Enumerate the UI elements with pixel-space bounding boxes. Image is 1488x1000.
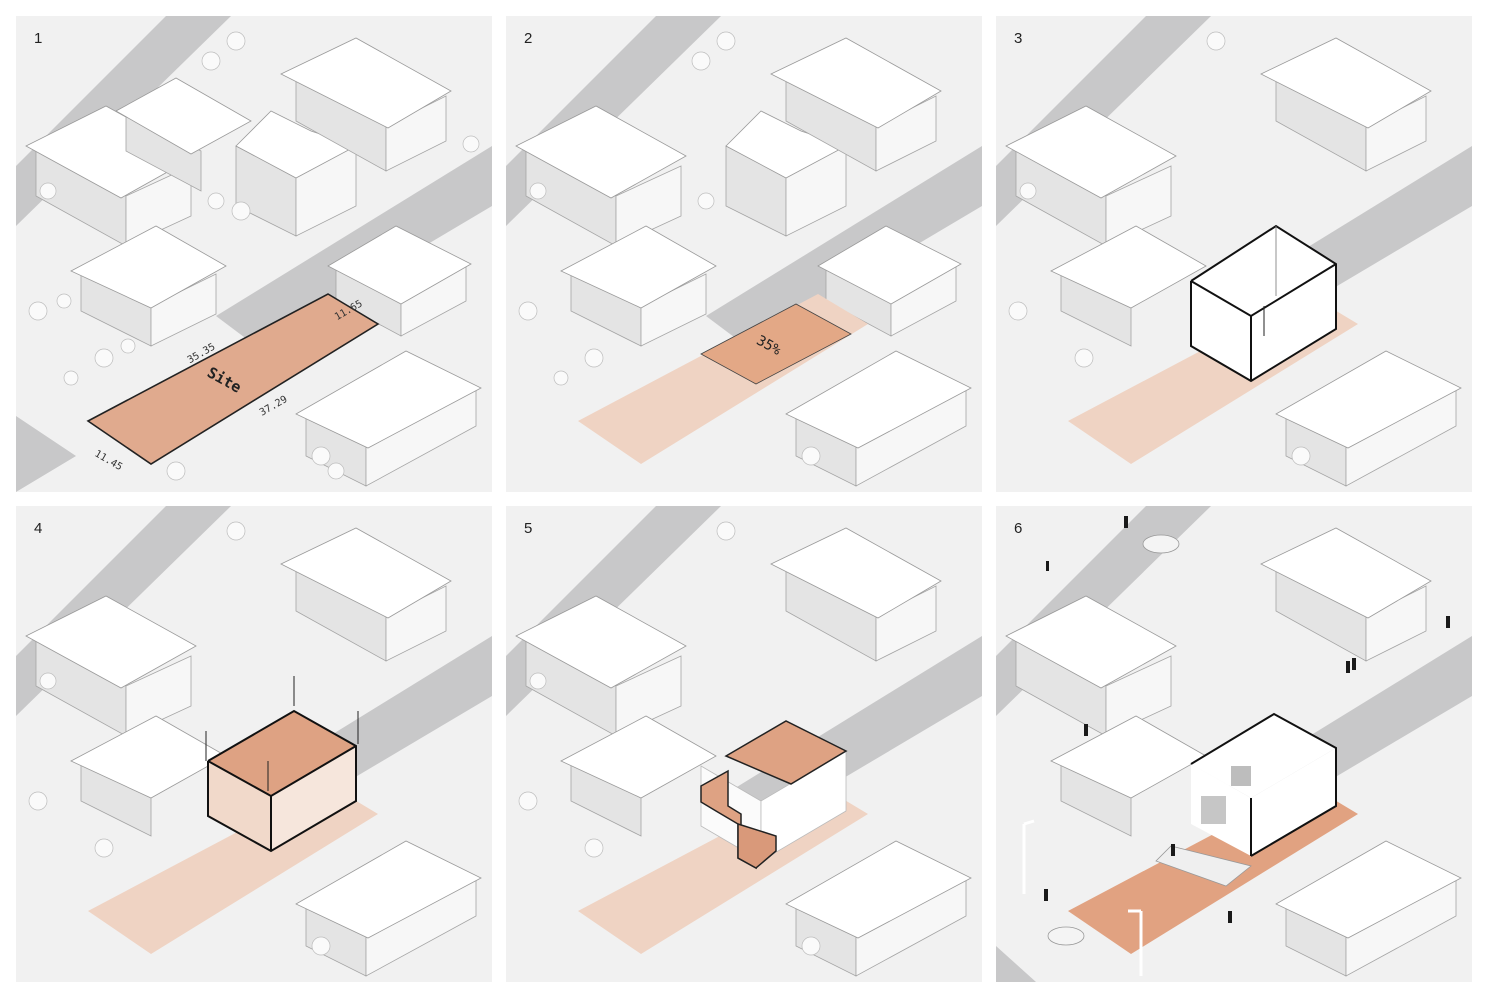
car [1047,534,1180,946]
street [996,946,1036,982]
neighbor-house [295,350,482,487]
street [216,146,492,346]
dimension-label: 37.29 [258,394,290,419]
neighbor-house [280,527,452,662]
street [706,636,982,836]
step-number: 5 [524,520,533,537]
neighbor-house [70,225,227,347]
step-6-diagram [996,506,1472,982]
step-4-diagram [16,506,492,977]
gabled-volume [205,676,359,853]
neighbor-house [785,350,972,487]
neighbor-house [25,595,197,737]
neighbor-house [280,37,452,172]
step-5-diagram [506,506,982,977]
final-house [1155,712,1337,887]
neighbor-house [785,840,972,977]
neighbor-house [1275,350,1462,487]
step-number: 6 [1014,520,1023,537]
trees [518,521,821,956]
neighbor-house [25,105,197,247]
step-number: 1 [34,30,43,47]
neighbor-house [1050,225,1207,347]
panel-step-4: 4 [16,506,492,982]
neighbor-house [770,527,942,662]
neighbor-house [560,225,717,347]
subtracted-volume [700,720,848,870]
step-1-diagram: Site 11.65 35.35 37.29 11.45 [16,16,492,492]
neighbor-house [725,110,848,237]
neighbor-house [1275,840,1462,977]
street [16,416,76,492]
step-number: 4 [34,520,43,537]
street [706,146,982,346]
site-lot [86,293,380,465]
neighbor-house [770,37,942,172]
people [1044,516,1450,923]
neighbor-house [327,225,472,337]
trees [28,521,331,956]
envelope-volume [1190,224,1337,383]
step-number: 3 [1014,30,1023,47]
trees [1008,31,1311,466]
neighbor-house [1260,527,1432,662]
neighbor-house [1005,595,1177,737]
neighbor-house [295,840,482,977]
neighbor-house [235,110,358,237]
dimension-label: 11.45 [93,449,125,474]
panel-step-3: 3 [996,16,1472,492]
neighbor-house [817,225,962,337]
step-number: 2 [524,30,533,47]
trees [28,31,480,481]
neighbor-house [115,77,252,192]
panel-step-1: Site 11.65 35.35 37.29 11.45 1 [16,16,492,492]
neighbor-house [1050,715,1207,837]
panel-step-6: 6 [996,506,1472,982]
street-lamp [1022,819,1143,976]
step-3-diagram [996,16,1472,487]
step-2-diagram: 35% [506,16,982,487]
neighbor-house [1260,37,1432,172]
panel-step-2: 35% 2 [506,16,982,492]
neighbor-house [1005,105,1177,247]
neighbor-house [515,105,687,247]
neighbor-house [515,595,687,737]
neighbor-house [560,715,717,837]
neighbor-house [70,715,227,837]
panel-step-5: 5 [506,506,982,982]
trees [518,31,821,466]
coverage-area [700,303,852,385]
